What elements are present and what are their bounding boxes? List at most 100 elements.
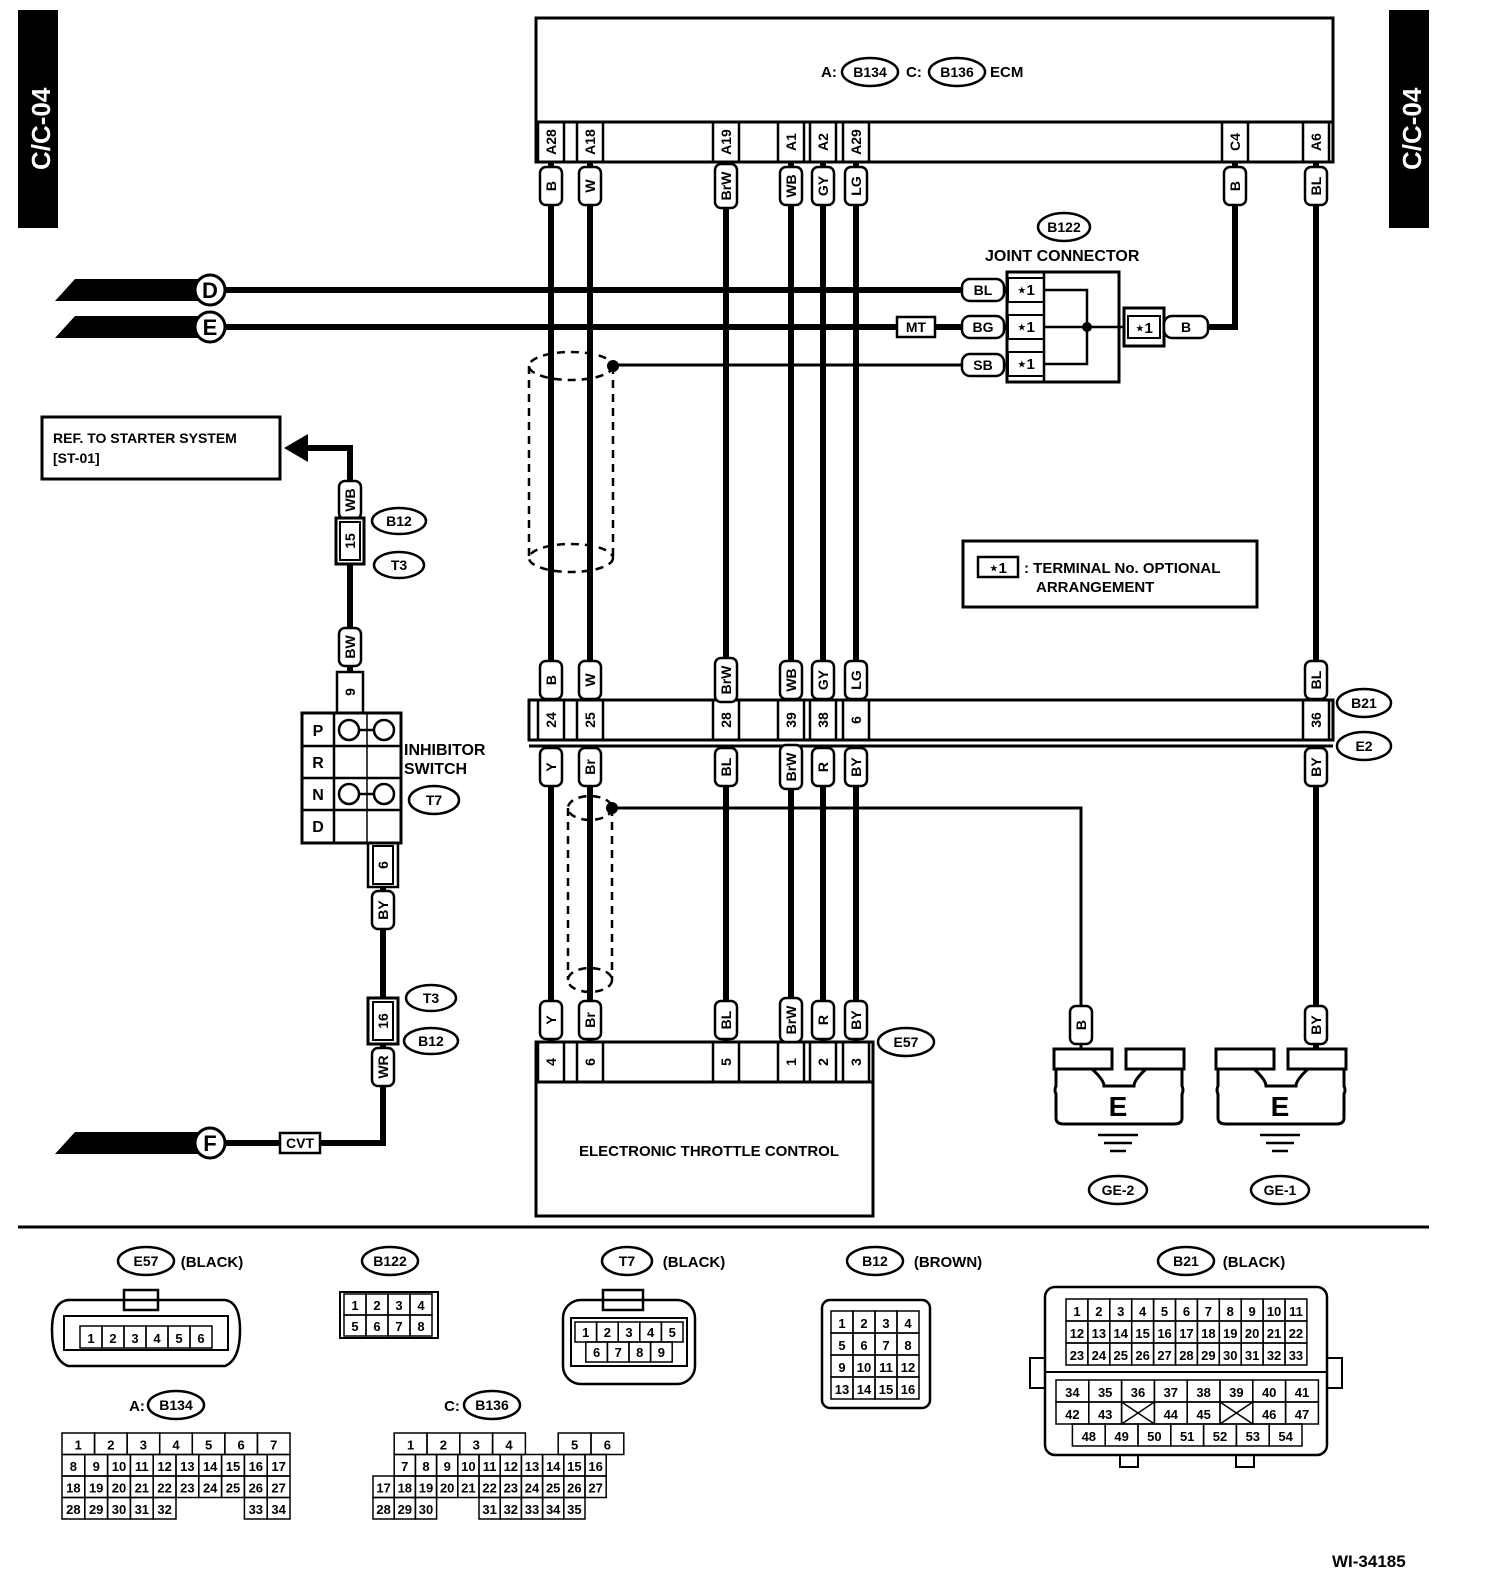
inhibitor-row-r: R bbox=[312, 755, 324, 772]
pin-number: 24 bbox=[203, 1481, 218, 1496]
tag-band-low-1: Br bbox=[577, 746, 603, 788]
pin-number: 52 bbox=[1213, 1429, 1227, 1444]
pin-number: 23 bbox=[504, 1481, 518, 1496]
tag-etc-0: Y bbox=[538, 999, 564, 1041]
jc-out-star: ⋆1 bbox=[1135, 320, 1153, 337]
pin-number: 26 bbox=[567, 1481, 581, 1496]
pin-9-cell: 9 bbox=[335, 670, 365, 715]
pin-number: 12 bbox=[901, 1360, 915, 1375]
pin-number: 5 bbox=[205, 1438, 212, 1453]
ground-ge-2: EGE-2 bbox=[1052, 1047, 1186, 1206]
cvt-label: CVT bbox=[286, 1135, 314, 1151]
pin-15: 15 bbox=[342, 533, 358, 549]
pin-number: 5 bbox=[669, 1325, 676, 1340]
view-b134-prefix: A: bbox=[129, 1398, 145, 1415]
pin-number: 1 bbox=[838, 1316, 845, 1331]
pin-number: 3 bbox=[625, 1325, 632, 1340]
pin-number: 5 bbox=[1161, 1304, 1168, 1319]
tag-top-0: B bbox=[538, 165, 564, 207]
tag-band-low-3-text: BrW bbox=[783, 752, 799, 782]
tag-top-4: GY bbox=[810, 165, 836, 207]
pin-number: 4 bbox=[904, 1316, 912, 1331]
pin-number: 24 bbox=[525, 1481, 540, 1496]
joint-connector-b122: B122 JOINT CONNECTOR ⋆1 ⋆1 ⋆1 ⋆1 bbox=[985, 211, 1166, 384]
band-pin-label: 25 bbox=[582, 712, 598, 728]
pin-cell bbox=[590, 1432, 625, 1456]
tag-etc-0-text: Y bbox=[543, 1015, 559, 1025]
page-tab-left-label: C/C-04 bbox=[26, 87, 56, 170]
pin-number: 8 bbox=[1227, 1304, 1234, 1319]
pin-number: 3 bbox=[882, 1316, 889, 1331]
etc-label: ELECTRONIC THROTTLE CONTROL bbox=[579, 1143, 839, 1160]
tag-band-up-6: BL bbox=[1303, 659, 1329, 701]
view-t7-color: (BLACK) bbox=[663, 1254, 725, 1271]
pin-number: 7 bbox=[401, 1459, 408, 1474]
pin-number: 6 bbox=[860, 1338, 867, 1353]
pin-number: 10 bbox=[1267, 1304, 1281, 1319]
legend-line2: ARRANGEMENT bbox=[1036, 579, 1154, 596]
pin-number: 26 bbox=[1135, 1348, 1149, 1363]
pin-number: 7 bbox=[270, 1438, 277, 1453]
pin-number: 13 bbox=[525, 1459, 539, 1474]
cvt-box: CVT bbox=[278, 1131, 322, 1155]
pin-cell bbox=[189, 1325, 213, 1349]
page-tab-right: C/C-04 bbox=[1389, 10, 1429, 228]
tag-band-up-0-text: B bbox=[543, 675, 559, 685]
tag-ground-1-text: B bbox=[1073, 1020, 1089, 1030]
pin-number: 25 bbox=[1114, 1348, 1128, 1363]
pin-number: 8 bbox=[70, 1459, 77, 1474]
tag-ground-2-text: BY bbox=[1308, 1015, 1324, 1035]
pin-number: 14 bbox=[857, 1382, 872, 1397]
pin-number: 49 bbox=[1114, 1429, 1128, 1444]
label-b12-upper: B12 bbox=[386, 513, 412, 529]
pin-number: 18 bbox=[398, 1481, 412, 1496]
pin-number: 8 bbox=[904, 1338, 911, 1353]
pin-number: 15 bbox=[879, 1382, 893, 1397]
pin-number: 34 bbox=[546, 1502, 561, 1517]
label-t3-lower: T3 bbox=[423, 990, 440, 1006]
pin-number: 28 bbox=[1179, 1348, 1193, 1363]
tag-top-4-text: GY bbox=[815, 175, 831, 196]
pin-number: 16 bbox=[1157, 1326, 1171, 1341]
pin-number: 9 bbox=[1249, 1304, 1256, 1319]
tag-band-low-2-text: BL bbox=[718, 757, 734, 776]
band-pin-label: 6 bbox=[848, 716, 864, 724]
band-pin-label: 28 bbox=[718, 712, 734, 728]
pin-number: 39 bbox=[1229, 1385, 1243, 1400]
tag-left-wb: WB bbox=[337, 479, 363, 521]
tag-left-bw-text: BW bbox=[342, 635, 358, 659]
pin-number: 2 bbox=[440, 1438, 447, 1453]
pin-number: 23 bbox=[1070, 1348, 1084, 1363]
tag-etc-4-text: R bbox=[815, 1015, 831, 1025]
offpage-ref: C/C-02 bbox=[135, 320, 186, 337]
pin-number: 11 bbox=[1289, 1304, 1303, 1319]
pin-number: 21 bbox=[135, 1481, 149, 1496]
pin-number: 40 bbox=[1262, 1385, 1276, 1400]
pin-number: 20 bbox=[440, 1481, 454, 1496]
pin-cell bbox=[563, 1496, 586, 1520]
tag-jc-0-text: BL bbox=[974, 282, 993, 298]
pin-number: 21 bbox=[1267, 1326, 1281, 1341]
jc-star-3: ⋆1 bbox=[1017, 356, 1035, 373]
pin-number: 4 bbox=[153, 1331, 161, 1346]
pin-number: 9 bbox=[93, 1459, 100, 1474]
pin-number: 18 bbox=[66, 1481, 80, 1496]
pin-number: 48 bbox=[1082, 1429, 1096, 1444]
tag-etc-4: R bbox=[810, 999, 836, 1041]
pin-number: 6 bbox=[593, 1345, 600, 1360]
legend-star: ⋆1 bbox=[989, 560, 1007, 577]
page-tab-left: C/C-04 bbox=[18, 10, 58, 228]
tag-band-low-5-text: BY bbox=[848, 757, 864, 777]
pin-number: 31 bbox=[482, 1502, 496, 1517]
pin-number: 10 bbox=[461, 1459, 475, 1474]
pin-number: 2 bbox=[1095, 1304, 1102, 1319]
tag-band-low-4-text: R bbox=[815, 762, 831, 772]
pin-number: 18 bbox=[1201, 1326, 1215, 1341]
pin-cell bbox=[266, 1496, 291, 1520]
